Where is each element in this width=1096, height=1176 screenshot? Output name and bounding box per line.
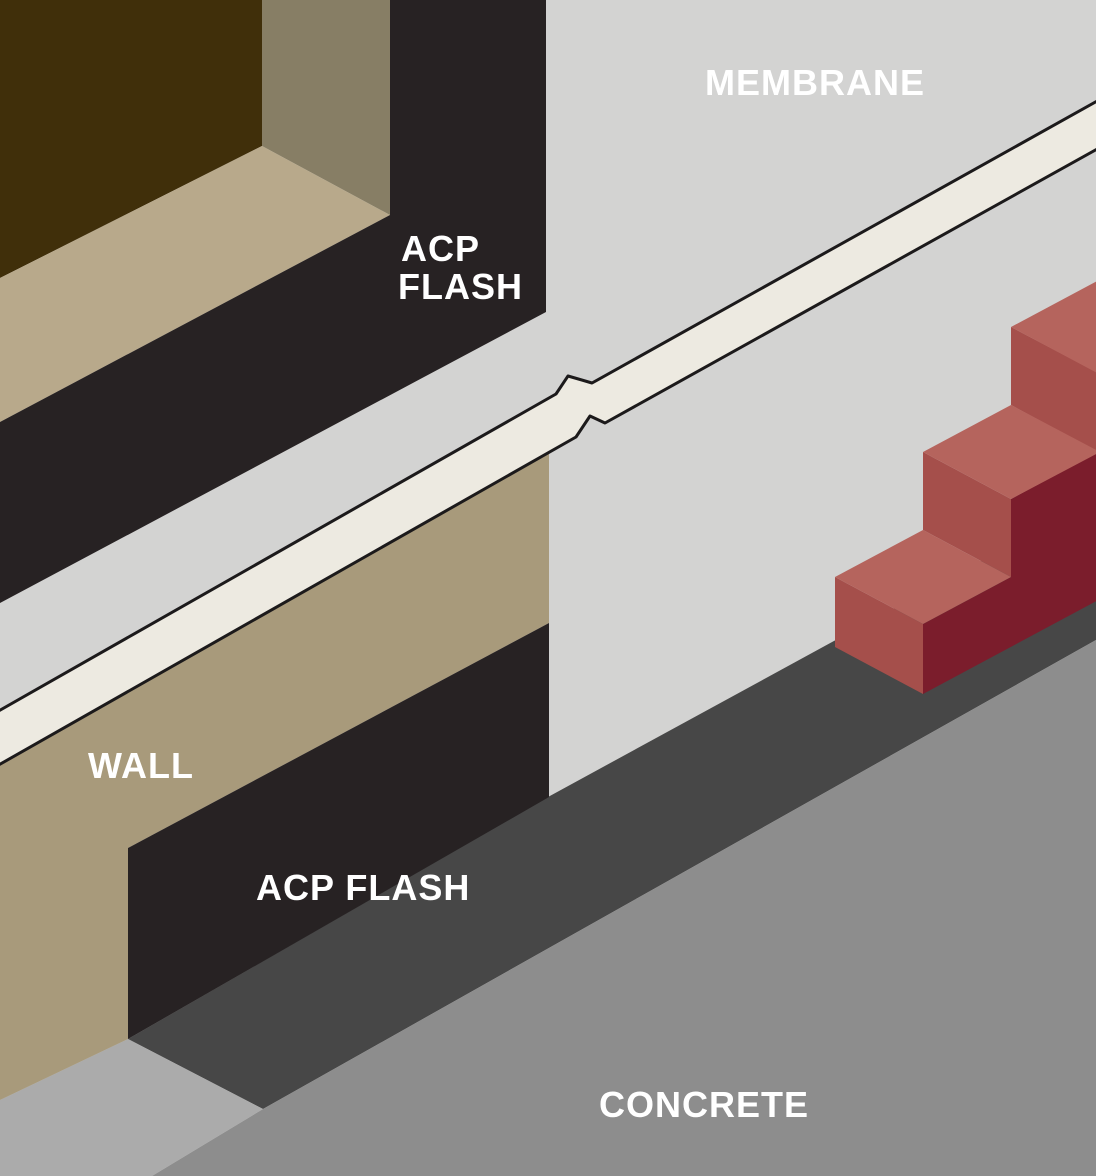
acp-flash-upper-panel xyxy=(0,0,546,603)
step-2-top-face xyxy=(923,405,1096,499)
opening-sill-face xyxy=(0,146,390,422)
opening-jamb-face xyxy=(262,0,390,215)
acp-flash-upper-label-line2: FLASH xyxy=(398,266,523,307)
step-2-front-face xyxy=(923,452,1011,577)
acp-flash-lower-panel xyxy=(128,623,549,1039)
acp-flash-upper-label-line1: ACP xyxy=(401,228,480,269)
concrete-slab xyxy=(152,640,1096,1176)
wall-face xyxy=(0,452,549,1100)
opening-interior xyxy=(0,0,262,278)
concrete-label: CONCRETE xyxy=(599,1084,809,1125)
membrane-strip xyxy=(0,99,1096,766)
step-1-top-face xyxy=(835,530,1011,624)
wall-label: WALL xyxy=(88,745,194,786)
steps-side-face xyxy=(923,453,1096,694)
step-3-top-face xyxy=(1011,281,1096,373)
concrete-curb-corner xyxy=(0,1039,263,1176)
acp-flash-lower-label: ACP FLASH xyxy=(256,867,470,908)
step-1-front-face xyxy=(835,577,923,694)
membrane-label: MEMBRANE xyxy=(705,62,925,103)
step-3-front-face xyxy=(1011,327,1096,451)
